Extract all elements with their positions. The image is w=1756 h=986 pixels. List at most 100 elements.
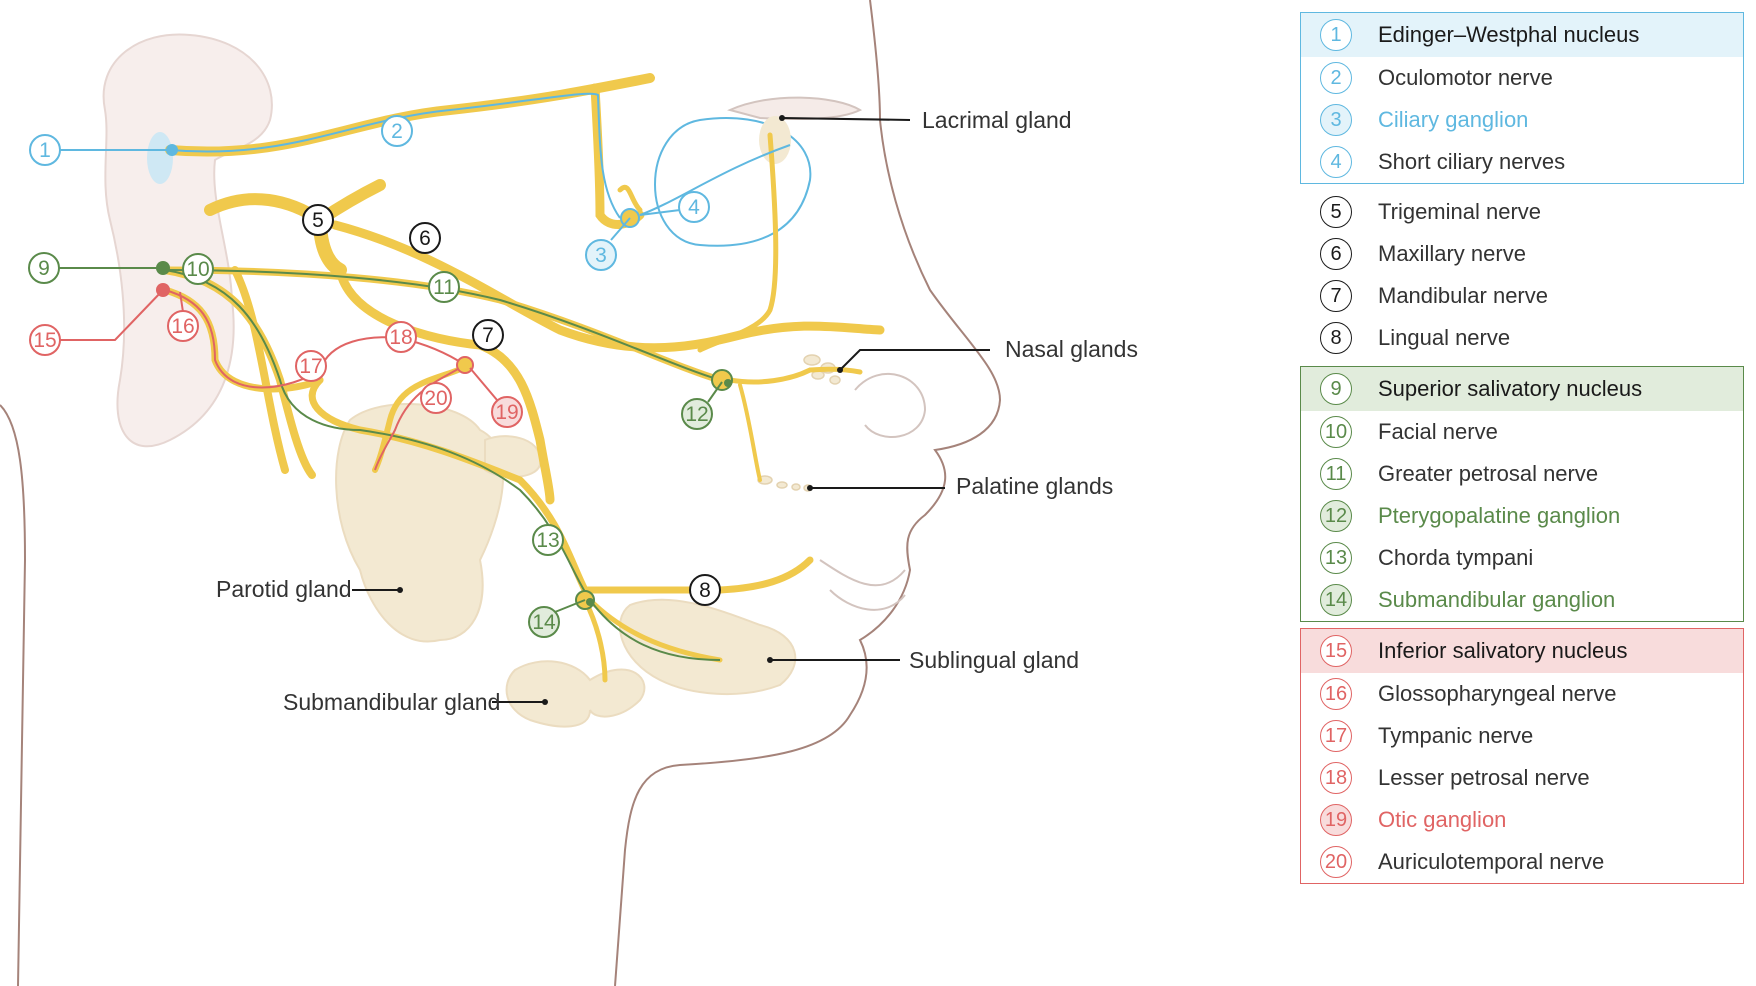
face-outline	[614, 0, 1002, 986]
marker-6: 6	[409, 222, 441, 254]
marker-10: 10	[182, 253, 214, 285]
nostril-outline	[854, 373, 927, 438]
marker-8: 8	[689, 574, 721, 606]
marker-11: 11	[428, 271, 460, 303]
marker-4-text: 4	[688, 196, 700, 219]
legend-label: Lesser petrosal nerve	[1378, 765, 1590, 790]
legend-row: 8 Lingual nerve	[1301, 317, 1743, 359]
legend-number: 17	[1320, 720, 1352, 752]
eye-orbit	[727, 96, 863, 121]
sublingual-gland-shape	[619, 598, 797, 696]
legend-row: 1 Edinger–Westphal nucleus	[1301, 13, 1743, 57]
anatomy-diagram: 1 2 3 4 5 6 7 8 9 10 11 12	[0, 0, 1138, 986]
legend-number: 5	[1320, 196, 1352, 228]
marker-13-text: 13	[536, 529, 559, 552]
legend-label: Trigeminal nerve	[1378, 199, 1542, 224]
legend-row: 16 Glossopharyngeal nerve	[1301, 673, 1743, 715]
marker-19-text: 19	[495, 401, 518, 424]
marker-6-text: 6	[419, 227, 431, 250]
legend-label: Lingual nerve	[1378, 325, 1511, 350]
marker-5-text: 5	[312, 209, 324, 232]
marker-20: 20	[420, 382, 452, 414]
submandibular-gland-shape	[505, 660, 646, 728]
legend-label: Greater petrosal nerve	[1378, 461, 1599, 486]
legend-row: 13 Chorda tympani	[1301, 537, 1743, 579]
legend-label: Chorda tympani	[1378, 545, 1534, 570]
legend-label: Short ciliary nerves	[1378, 149, 1566, 174]
legend-row: 14 Submandibular ganglion	[1301, 579, 1743, 621]
legend-number: 20	[1320, 846, 1352, 878]
legend-label: Ciliary ganglion	[1378, 107, 1529, 132]
legend-row: 3 Ciliary ganglion	[1301, 99, 1743, 141]
marker-3-text: 3	[595, 244, 607, 267]
marker-14-text: 14	[532, 611, 556, 634]
legend-label: Maxillary nerve	[1378, 241, 1526, 266]
lip-outline	[819, 559, 906, 611]
marker-7-text: 7	[482, 324, 494, 347]
marker-19: 19	[491, 396, 523, 428]
marker-12-text: 12	[685, 403, 708, 426]
marker-8-text: 8	[699, 579, 711, 602]
legend-label: Mandibular nerve	[1378, 283, 1548, 308]
legend-number: 19	[1320, 804, 1352, 836]
marker-13: 13	[532, 524, 564, 556]
back-outline	[0, 404, 27, 986]
leader-endpoints	[397, 115, 843, 705]
marker-2: 2	[381, 115, 413, 147]
nasal-glands-label: Nasal glands	[1005, 336, 1138, 362]
legend-label: Auriculotemporal nerve	[1378, 849, 1605, 874]
marker-12: 12	[681, 398, 713, 430]
marker-11-text: 11	[433, 276, 455, 299]
legend-label: Inferior salivatory nucleus	[1378, 638, 1628, 663]
legend-number: 6	[1320, 238, 1352, 270]
lacrimal-gland-shape	[759, 116, 791, 164]
marker-7: 7	[472, 319, 504, 351]
marker-1-text: 1	[39, 139, 51, 162]
legend-number: 3	[1320, 104, 1352, 136]
legend-number: 4	[1320, 146, 1352, 178]
legend-number: 14	[1320, 584, 1352, 616]
palatine-gland-dots	[757, 475, 813, 492]
legend-number: 16	[1320, 678, 1352, 710]
marker-10-text: 10	[186, 258, 209, 281]
legend-number: 9	[1320, 373, 1352, 405]
legend-group-black: 5 Trigeminal nerve 6 Maxillary nerve 7 Mandib…	[1300, 190, 1744, 360]
legend-label: Pterygopalatine ganglion	[1378, 503, 1621, 528]
legend-number: 2	[1320, 62, 1352, 94]
legend-label: Glossopharyngeal nerve	[1378, 681, 1617, 706]
marker-16-text: 16	[171, 315, 194, 338]
legend-row: 19 Otic ganglion	[1301, 799, 1743, 841]
marker-20-text: 20	[424, 387, 447, 410]
legend-number: 1	[1320, 19, 1352, 51]
marker-1: 1	[29, 134, 61, 166]
legend-number: 7	[1320, 280, 1352, 312]
legend-label: Edinger–Westphal nucleus	[1378, 22, 1640, 47]
edinger-westphal-region	[147, 132, 173, 184]
legend-row: 20 Auriculotemporal nerve	[1301, 841, 1743, 883]
leader-lines	[58, 117, 990, 703]
legend-number: 10	[1320, 416, 1352, 448]
marker-2-text: 2	[391, 120, 403, 143]
legend-row: 4 Short ciliary nerves	[1301, 141, 1743, 183]
submandibular-gland-label: Submandibular gland	[283, 689, 500, 715]
legend-number: 13	[1320, 542, 1352, 574]
marker-9-text: 9	[38, 257, 50, 280]
legend-label: Otic ganglion	[1378, 807, 1507, 832]
legend-label: Submandibular ganglion	[1378, 587, 1616, 612]
marker-3: 3	[585, 239, 617, 271]
marker-15-text: 15	[33, 329, 56, 352]
legend-row: 7 Mandibular nerve	[1301, 275, 1743, 317]
marker-17: 17	[295, 350, 327, 382]
lacrimal-gland-label: Lacrimal gland	[922, 107, 1072, 133]
legend-number: 12	[1320, 500, 1352, 532]
legend-number: 8	[1320, 322, 1352, 354]
legend-row: 6 Maxillary nerve	[1301, 233, 1743, 275]
